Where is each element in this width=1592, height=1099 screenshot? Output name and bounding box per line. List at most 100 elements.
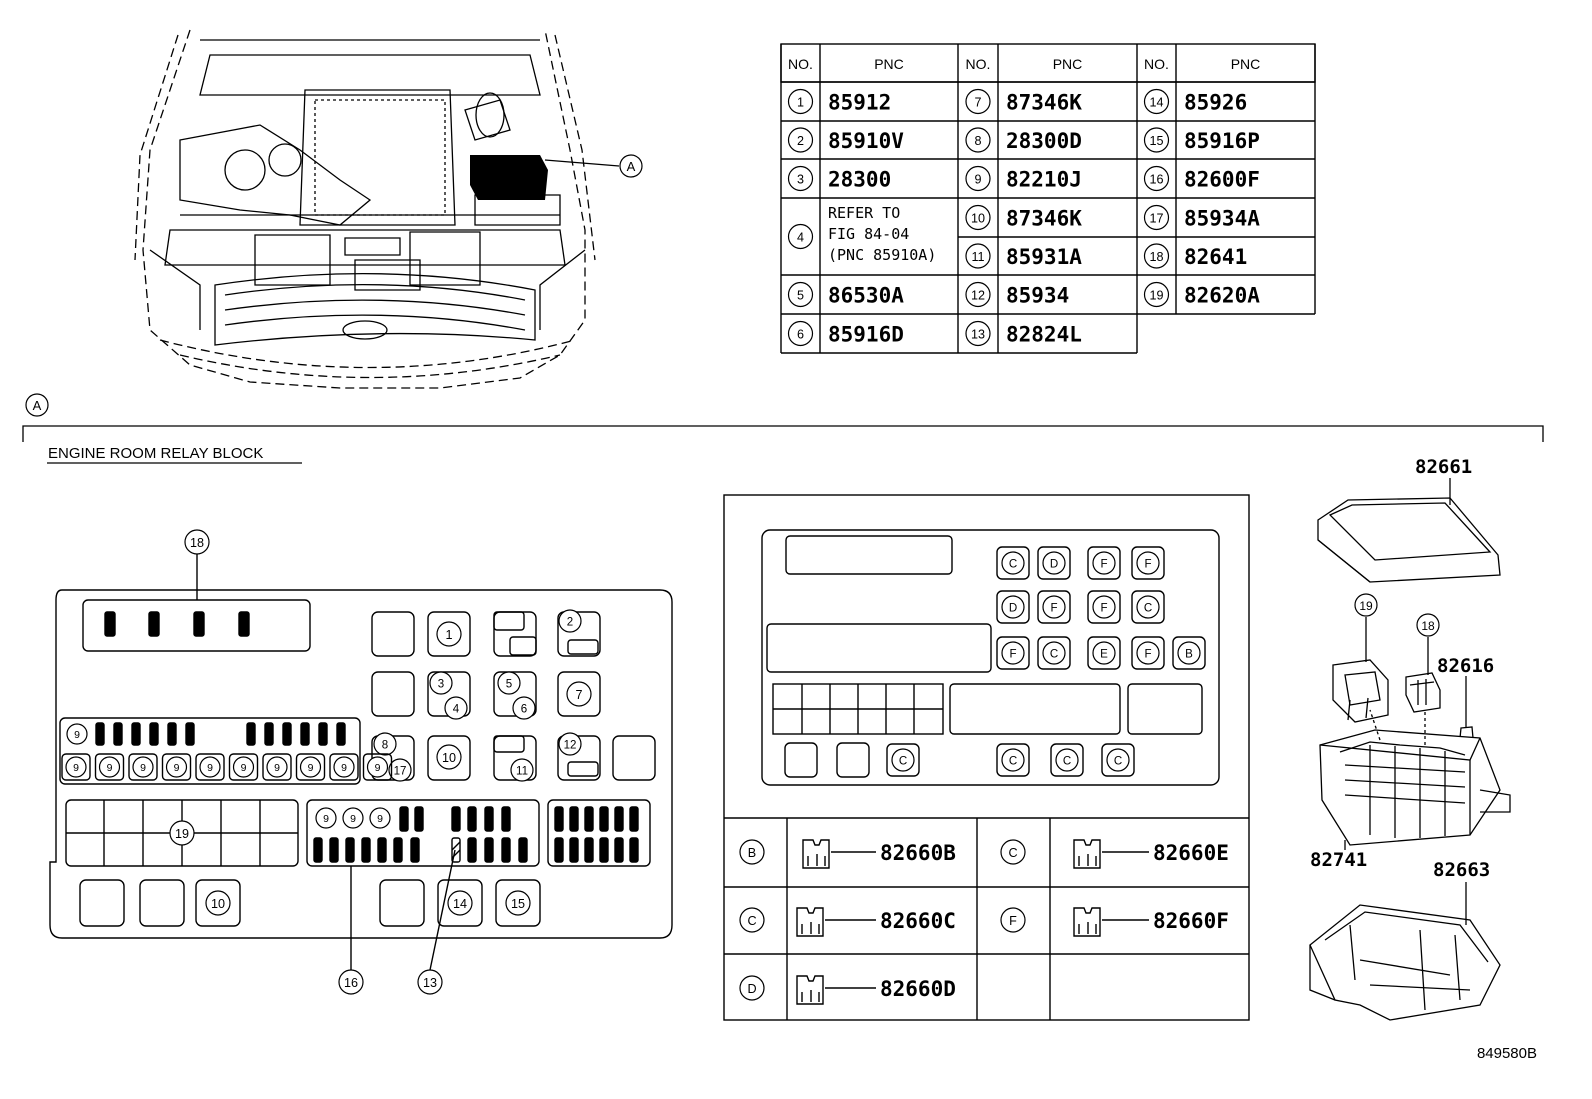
block-callout-19: 19 (169, 820, 195, 846)
pnc-row-9-value: 82210J (1006, 168, 1082, 192)
block-callout-11-text: 11 (516, 766, 528, 778)
relay-slot-r1-1-text: D (1050, 559, 1058, 571)
pnc-row-7-no: 7 (965, 88, 991, 115)
block-callout-9-row-text: 9 (274, 762, 280, 774)
block-callout-12-text: 12 (564, 740, 577, 752)
block-callout-9-row-text: 9 (341, 762, 347, 774)
pnc-row-5-no-text: 5 (797, 289, 804, 303)
figure-id: 849580B (1477, 1045, 1537, 1062)
block-callout-17: 17 (388, 758, 412, 782)
pnc-row-18-value: 82641 (1184, 245, 1247, 269)
legend-letter-3-text: F (1009, 914, 1017, 928)
block-callout-9-top: 9 (66, 723, 88, 745)
legend-letter-4-text: D (747, 982, 756, 996)
relay-slot-r3-1: C (1042, 641, 1066, 665)
legend-letter-4: D (739, 975, 765, 1001)
block-callout-9-mini-text: 9 (323, 813, 329, 825)
relay-block-location (470, 155, 548, 200)
callout-a-bay: A (619, 154, 643, 178)
relay-slot-r4-2-text: C (1063, 756, 1071, 768)
block-callout-19-text: 19 (175, 827, 189, 841)
block-callout-7-text: 7 (575, 688, 582, 702)
pnc-row-4-no: 4 (787, 223, 814, 250)
block-callout-9-row: 9 (199, 756, 221, 778)
svg-text:A: A (33, 398, 42, 413)
block-callout-9-row: 9 (266, 756, 288, 778)
pnc-row-11-no-text: 11 (971, 250, 984, 264)
pnc-row-14-no: 14 (1143, 88, 1170, 115)
pnc-row-19-no: 19 (1143, 281, 1170, 308)
pnc-row-15-no-text: 15 (1149, 134, 1163, 148)
relay-slot-r1-3: F (1136, 551, 1160, 575)
block-callout-18-text: 18 (190, 536, 204, 550)
relay-slot-r3-3: F (1136, 641, 1160, 665)
relay-slot-r2-1: F (1042, 595, 1066, 619)
relay-slot-r2-3-text: C (1144, 603, 1152, 615)
block-callout-7: 7 (566, 681, 592, 707)
pnc-row-11-no: 11 (965, 243, 991, 269)
relay-slot-r4-1: C (1001, 748, 1025, 772)
relay-slot-r4-3-text: C (1114, 756, 1122, 768)
block-callout-9-row-text: 9 (207, 762, 213, 774)
block-callout-16: 16 (338, 969, 364, 995)
pnc-row-14-value: 85926 (1184, 91, 1247, 115)
block-callout-3: 3 (429, 671, 453, 695)
block-pnc-label: 82741 (1310, 849, 1367, 871)
relay-slot-r3-2-text: E (1100, 649, 1108, 661)
pnc-row-6-no: 6 (787, 320, 814, 347)
relay-slot-r1-2: F (1092, 551, 1116, 575)
block-callout-14: 14 (447, 890, 473, 916)
block-callout-8-text: 8 (382, 740, 388, 752)
pnc-row-16-no-text: 16 (1149, 173, 1163, 187)
header-pnc: PNC (874, 56, 904, 72)
pnc-row-12-no-text: 12 (971, 289, 985, 303)
svg-text:19: 19 (1359, 599, 1373, 613)
pnc-row-17-no-text: 17 (1149, 212, 1163, 226)
relay-slot-r3-3-text: F (1144, 649, 1151, 661)
block-callout-9-mini-text: 9 (350, 813, 356, 825)
header-pnc: PNC (1053, 56, 1083, 72)
legend-letter-3: F (1000, 907, 1026, 933)
block-callout-9-row: 9 (299, 756, 322, 778)
relay-slot-r1-2-text: F (1100, 559, 1107, 571)
legend-letter-0-text: B (748, 846, 756, 860)
pnc-row-13-value: 82824L (1006, 323, 1082, 347)
lower-case-pnc-label: 82663 (1433, 859, 1490, 881)
block-callout-10-a: 10 (436, 744, 462, 770)
section-a-callout: A (25, 393, 49, 417)
legend-letter-1-text: C (1008, 846, 1017, 860)
block-callout-1: 1 (436, 621, 462, 647)
legend-pnc-0: 82660B (880, 841, 956, 865)
block-callout-9-row-text: 9 (107, 762, 113, 774)
block-callout-9-mini: 9 (315, 807, 337, 829)
pnc-row-19-no-text: 19 (1149, 289, 1163, 303)
pnc-row-19-value: 82620A (1184, 284, 1260, 308)
block-callout-9-mini-text: 9 (377, 813, 383, 825)
pnc-row-2-no: 2 (787, 127, 814, 153)
pnc-row-4-line: FIG 84-04 (828, 225, 909, 243)
pnc-row-3-value: 28300 (828, 168, 891, 192)
pnc-row-10-value: 87346K (1006, 207, 1082, 231)
block-callout-14-text: 14 (453, 897, 467, 911)
block-callout-1-text: 1 (445, 628, 452, 642)
relay-slot-r3-1-text: C (1050, 649, 1058, 661)
legend-letter-1: C (1000, 839, 1026, 865)
pnc-row-17-no: 17 (1143, 204, 1170, 231)
block-callout-13-text: 13 (423, 976, 437, 990)
relay-18-part (1405, 672, 1441, 713)
block-body (1319, 729, 1511, 846)
relay-slot-r1-3-text: F (1144, 559, 1151, 571)
block-callout-5-text: 5 (506, 679, 512, 691)
pnc-row-4-line: (PNC 85910A) (828, 246, 936, 264)
relay-slot-r4-3: C (1106, 748, 1130, 772)
pnc-row-10-no-text: 10 (971, 212, 985, 226)
block-callout-9-row-text: 9 (375, 762, 381, 774)
legend-letter-2: C (739, 907, 765, 933)
block-callout-9-row-text: 9 (140, 762, 146, 774)
legend-pnc-3: 82660F (1153, 909, 1229, 933)
relay-19-part (1332, 659, 1389, 723)
cover-pnc-label: 82661 (1415, 456, 1472, 478)
relay-slot-r2-2-text: F (1100, 603, 1107, 615)
block-callout-4: 4 (444, 696, 468, 720)
relay-slot-r1-0-text: C (1009, 559, 1017, 571)
